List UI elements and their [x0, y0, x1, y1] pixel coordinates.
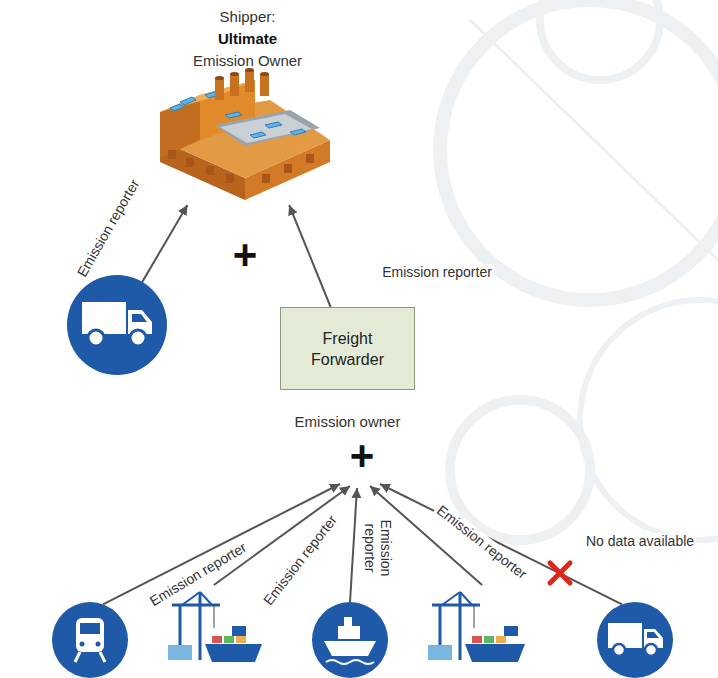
edge-label: Emission reporter — [73, 175, 144, 281]
edge-label: Emission reporter — [380, 264, 494, 280]
port-icon — [168, 592, 262, 662]
port-icon — [428, 592, 525, 662]
ship-icon — [312, 602, 388, 678]
truck-node — [67, 275, 167, 375]
truck-icon — [597, 602, 673, 678]
process-box: Freight ForwarderEmission owner — [280, 307, 415, 390]
heading-text: Shipper: — [150, 6, 345, 28]
edge-label: No data available — [584, 533, 696, 549]
no-data-cross — [550, 563, 570, 583]
box-caption: Emission owner — [295, 413, 401, 431]
edge-label: Emission reporter — [259, 510, 342, 609]
port-node — [425, 585, 525, 665]
heading-text: Emission Owner — [150, 50, 345, 72]
train-icon — [52, 602, 128, 678]
arrow-connector — [350, 488, 357, 602]
edge-label: Emission reporter — [362, 511, 394, 585]
heading-emphasis: Ultimate — [150, 28, 345, 50]
truck-icon — [67, 275, 167, 375]
plus-sign: + — [233, 234, 258, 276]
arrow-connector — [142, 205, 187, 282]
plus-sign: + — [350, 435, 375, 477]
truck-node — [597, 602, 673, 678]
arrow-connector — [289, 205, 330, 307]
ship-node — [312, 602, 388, 678]
factory-icon — [160, 68, 330, 200]
edge-label: Emission reporter — [432, 501, 531, 584]
edge-label: Emission reporter — [145, 538, 251, 610]
train-node — [52, 602, 128, 678]
box-label: Freight Forwarder — [298, 328, 398, 370]
port-node — [165, 585, 260, 665]
factory-node: Shipper:UltimateEmission Owner — [150, 0, 345, 205]
